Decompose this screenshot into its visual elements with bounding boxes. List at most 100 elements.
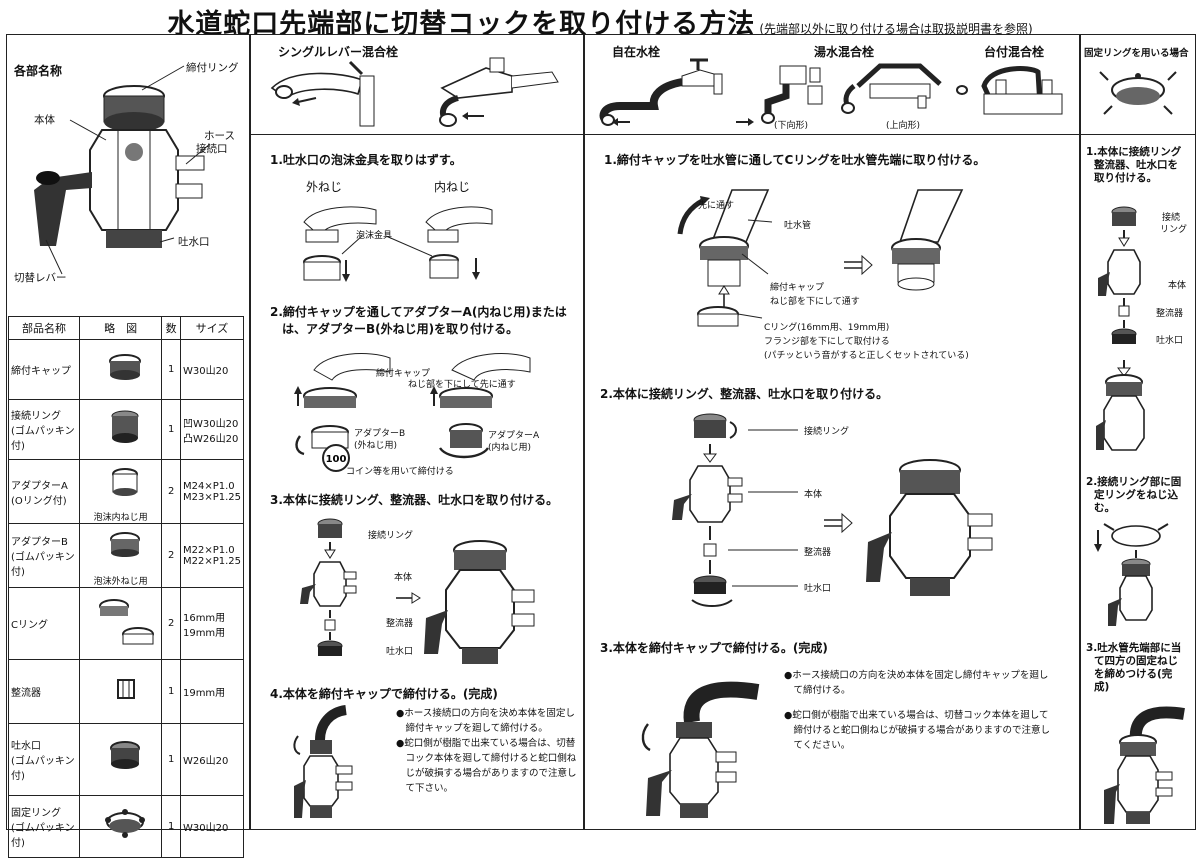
finished-illustration-small bbox=[293, 705, 353, 818]
faucet-step-3: 3.本体を締付キャップで締付ける。(完成) bbox=[600, 641, 828, 655]
label-ring: 締付リング bbox=[186, 62, 239, 74]
fixed-ring-screw-illustration bbox=[1094, 523, 1169, 626]
col-qty: 数 bbox=[161, 316, 181, 340]
table-row: 吐水口(ゴムパッキン付) 1 W26山20 bbox=[8, 723, 245, 796]
part-size: W30山20 bbox=[182, 823, 229, 834]
step-line: 2.接続リング部に固 bbox=[1086, 476, 1182, 488]
part-qty: 1 bbox=[161, 339, 181, 400]
label-spout-3: 吐水口 bbox=[804, 584, 832, 594]
part-size: M24×P1.0 bbox=[182, 480, 235, 492]
label-body: 本体 bbox=[34, 114, 55, 126]
fixed-ring-heading: 固定リングを用いる場合 bbox=[1084, 48, 1189, 59]
part-size2: M23×P1.25 bbox=[182, 491, 241, 503]
note-line: ●ホース接続口の方向を決め本体を固定し bbox=[396, 708, 575, 719]
step-line: て四方の固定ねじ bbox=[1094, 655, 1178, 667]
label-fr-rectifier: 整流器 bbox=[1156, 309, 1184, 319]
part-note: (ゴムパッキン付) bbox=[11, 552, 75, 578]
part-caption: 泡沫外ねじ用 bbox=[93, 577, 148, 587]
note-line: 締付キャップを廻して締付ける。 bbox=[396, 723, 548, 734]
part-qty: 1 bbox=[161, 795, 181, 858]
part-qty: 2 bbox=[161, 523, 181, 588]
table-row: 固定リング (ゴムパッキン付) 1 W30山20 bbox=[8, 795, 245, 858]
label-outer-thread: 外ねじ bbox=[306, 180, 343, 194]
col-name: 部品名称 bbox=[8, 316, 80, 340]
table-row: 整流器 1 19mm用 bbox=[8, 659, 245, 724]
part-size2: 19mm用 bbox=[182, 627, 226, 639]
step-line: 1.本体に接続リング bbox=[1086, 146, 1182, 158]
part-qty: 2 bbox=[161, 459, 181, 524]
part-qty: 1 bbox=[161, 659, 181, 724]
part-size: M22×P1.0 bbox=[182, 544, 235, 556]
faucet-notes: ●ホース接続口の方向を決め本体を固定し締付キャップを廻し て締付ける。 ●蛇口側… bbox=[784, 668, 1074, 753]
faucet-free-heading: 自在水栓 bbox=[612, 45, 661, 59]
adapter-a-icon bbox=[111, 468, 138, 496]
part-name: 締付キャップ bbox=[11, 366, 71, 377]
label-spout: 吐水口 bbox=[178, 236, 210, 248]
faucet-hot-heading: 湯水混合栓 bbox=[814, 45, 875, 59]
label-cring: Cリング(16mm用、19mm用) bbox=[764, 323, 890, 333]
label-fr-conn2: リング bbox=[1160, 225, 1188, 235]
part-name: アダプターA bbox=[11, 480, 68, 492]
part-size: W26山20 bbox=[182, 756, 229, 767]
parts-heading: 各部名称 bbox=[14, 64, 63, 78]
label-cap-note-2: ねじ部を下にして通す bbox=[770, 297, 860, 307]
part-caption: 泡沫内ねじ用 bbox=[93, 513, 148, 523]
c-ring-install-illustration bbox=[677, 189, 964, 327]
fixed-ring-icon bbox=[104, 809, 145, 838]
part-note: (ゴムパッキン付) bbox=[11, 823, 75, 849]
note-line: じが破損する場合がありますので注意し bbox=[396, 768, 577, 779]
label-spout-2: 吐水口 bbox=[386, 647, 414, 657]
label-hose: ホース bbox=[204, 130, 235, 142]
note-line: て下さい。 bbox=[396, 783, 454, 794]
label-rectifier-2: 整流器 bbox=[804, 548, 832, 558]
label-adapter-b: アダプターB bbox=[354, 429, 406, 439]
note-line: ●蛇口側が樹脂で出来ている場合は、切替 bbox=[396, 738, 576, 749]
faucet-step-1: 1.締付キャップを吐水管に通してCリングを吐水管先端に取り付ける。 bbox=[604, 153, 986, 167]
faucet-deck-heading: 台付混合栓 bbox=[984, 45, 1045, 59]
fixed-ring-top-illustration bbox=[1099, 71, 1177, 115]
step-line: 成) bbox=[1094, 681, 1110, 693]
part-note: (Oリング付) bbox=[11, 495, 67, 507]
note-line: ●ホース接続口の方向を決め本体を固定し締付キャップを廻し bbox=[784, 670, 1049, 681]
label-adapter-b-sub: (外ねじ用) bbox=[354, 441, 398, 451]
col-figure: 略 図 bbox=[78, 316, 163, 340]
adapter-b-icon bbox=[109, 532, 140, 557]
step-line: を締めつける(完 bbox=[1094, 668, 1173, 680]
label-inner-thread: 内ねじ bbox=[434, 180, 471, 194]
single-step-4: 4.本体を締付キャップで締付ける。(完成) bbox=[270, 687, 498, 701]
part-size2: M22×P1.25 bbox=[182, 555, 241, 567]
single-step-3: 3.本体に接続リング、整流器、吐水口を取り付ける。 bbox=[270, 493, 559, 507]
part-size: 19mm用 bbox=[182, 688, 226, 699]
parts-table: 部品名称 略 図 数 サイズ 締付キャップ 1 W30山20 接続リング(ゴムパ… bbox=[8, 316, 245, 858]
part-name: 整流器 bbox=[11, 688, 41, 699]
single-step-2: 2.締付キャップを通してアダプターA(内ねじ用)または bbox=[270, 305, 567, 319]
part-name: Cリング bbox=[11, 620, 48, 631]
step-line: 3.吐水管先端部に当 bbox=[1086, 642, 1182, 654]
cap-icon bbox=[108, 354, 141, 380]
label-down-type: (下向形) bbox=[774, 121, 809, 131]
label-pipe: 吐水管 bbox=[784, 221, 812, 231]
fixed-step-3: 3.吐水管先端部に当 て四方の固定ねじ を締めつける(完 成) bbox=[1086, 642, 1181, 694]
faucet-panel bbox=[584, 34, 1080, 830]
c-ring-icon bbox=[98, 599, 154, 645]
switch-cock-illustration bbox=[34, 65, 211, 275]
label-through-first: 先に通す bbox=[698, 201, 735, 211]
connect-ring-icon bbox=[111, 410, 139, 443]
faucet-types-illustration bbox=[599, 58, 1063, 126]
single-step-2b: は、アダプターB(外ねじ用)を取り付ける。 bbox=[270, 322, 519, 336]
label-fr-conn: 接続 bbox=[1162, 213, 1181, 223]
part-name: 接続リング bbox=[11, 411, 61, 422]
label-conn-ring: 接続リング bbox=[368, 531, 414, 541]
label-aerator: 泡沫金具 bbox=[356, 231, 393, 241]
note-line: てください。 bbox=[784, 740, 851, 751]
label-conn-ring-2: 接続リング bbox=[804, 427, 850, 437]
part-name: 固定リング bbox=[11, 808, 61, 819]
label-up-type: (上向形) bbox=[886, 121, 921, 131]
label-body-2: 本体 bbox=[394, 573, 413, 583]
single-step-1: 1.吐水口の泡沫金具を取りはずす。 bbox=[270, 153, 462, 167]
label-adapter-a: アダプターA bbox=[488, 431, 540, 441]
